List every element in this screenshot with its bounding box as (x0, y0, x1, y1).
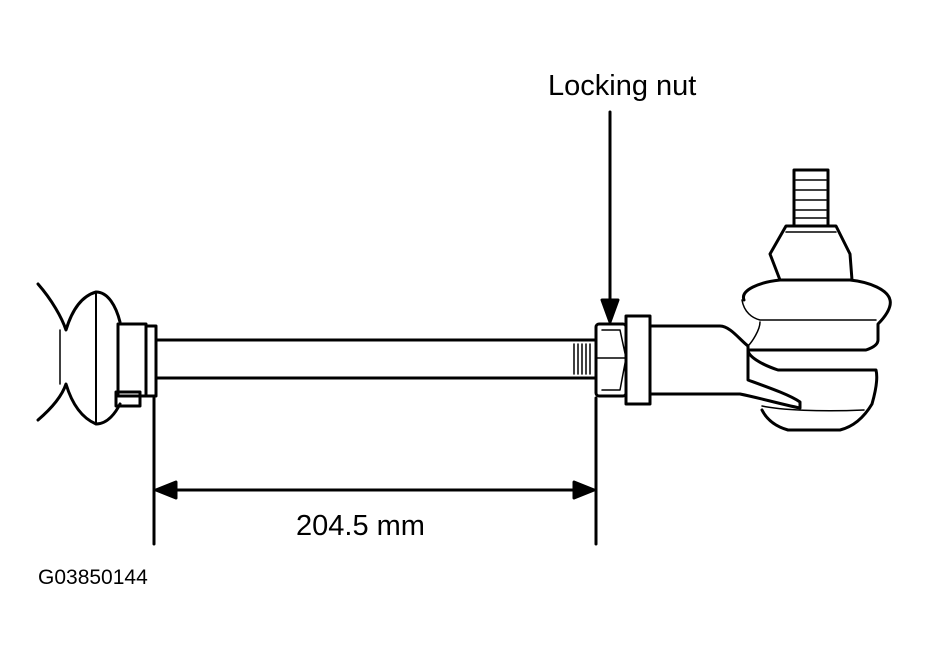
tie-rod-end (626, 316, 800, 408)
rubber-boot (38, 284, 120, 424)
figure-code: G03850144 (38, 566, 148, 589)
locking-nut-label: Locking nut (548, 70, 697, 102)
rack-end-flange (116, 324, 156, 406)
dimension-line (156, 482, 594, 498)
locking-nut (596, 324, 626, 396)
dimension-label: 204.5 mm (296, 510, 425, 542)
dimension-extension-lines (154, 398, 596, 544)
locking-nut-leader (602, 112, 618, 322)
ball-joint-housing (742, 280, 890, 430)
ball-stud (770, 170, 852, 280)
tie-rod-shaft (156, 340, 596, 378)
